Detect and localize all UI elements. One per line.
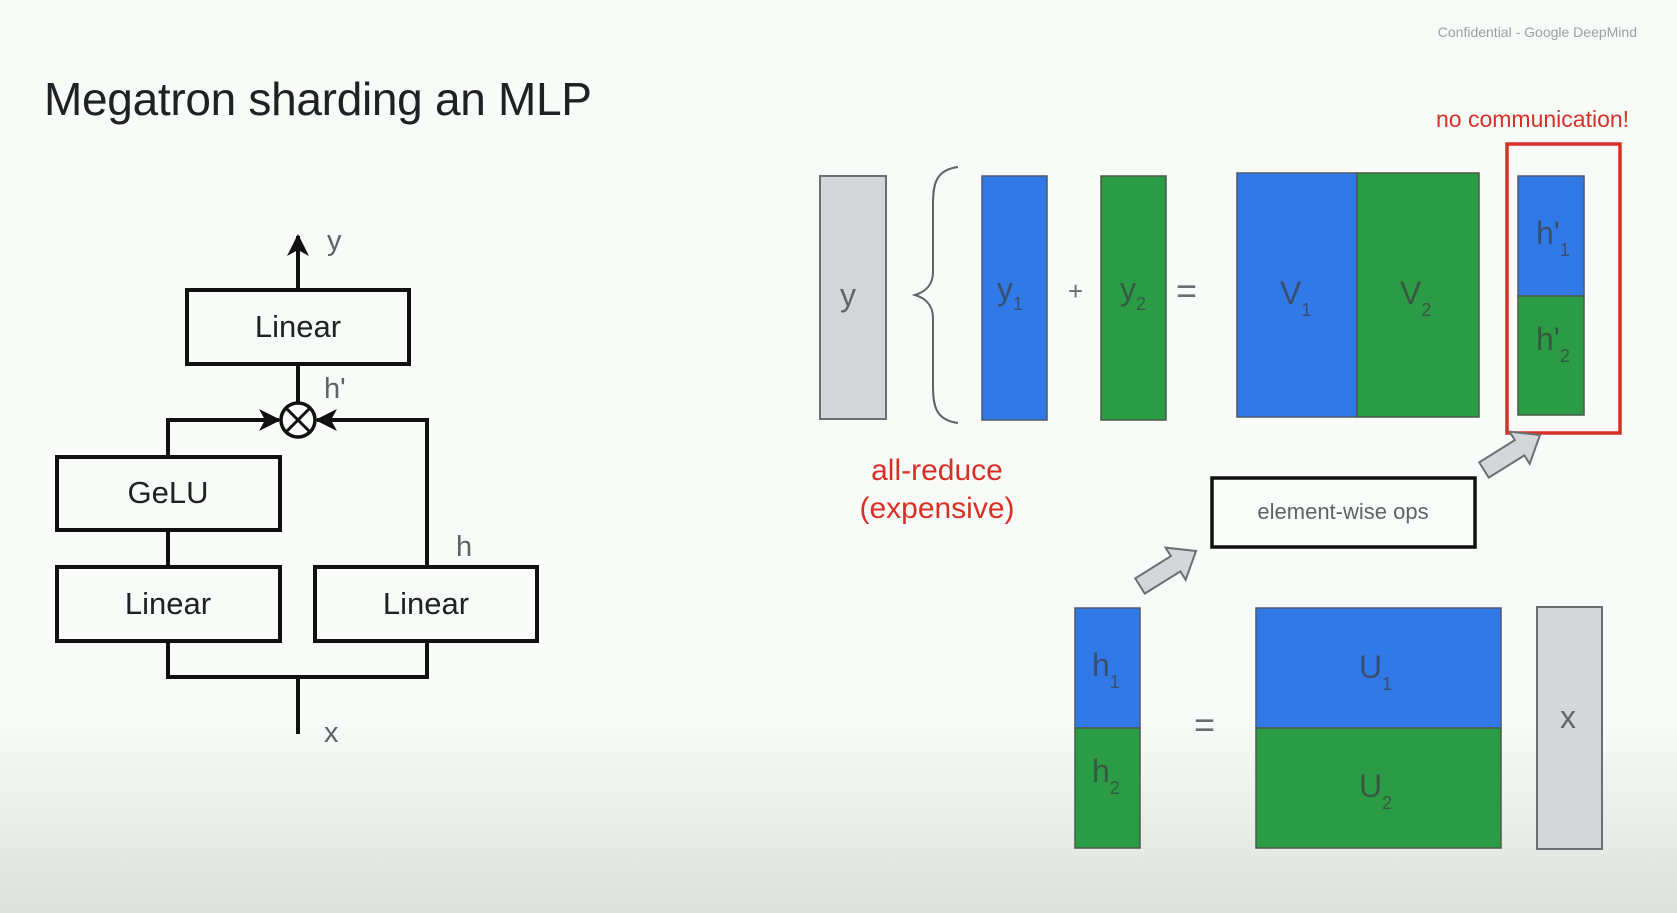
hidden-label: h [456,531,472,563]
output-label: y [327,225,342,257]
hp2-block [1517,295,1585,416]
y-full-block [819,175,887,420]
v2-label: V2 [1400,275,1431,320]
elementwise-ops-label: element-wise ops [1257,499,1428,524]
u1-label: U1 [1359,649,1392,694]
right-linear-label: Linear [383,586,469,621]
confidential-notice: Confidential - Google DeepMind [1437,24,1637,40]
plus-sign: + [1068,276,1083,306]
gelu-label: GeLU [128,475,209,510]
v1-label: V1 [1280,275,1311,320]
y1-block [981,175,1048,421]
no-communication-label: no communication! [1436,106,1629,132]
all-reduce-label: all-reduce [871,454,1003,487]
h1-block [1074,607,1141,729]
y1-label: y1 [997,271,1023,314]
product-label: h' [324,373,346,405]
input-label: x [324,717,339,749]
v1-block [1236,172,1358,418]
slide-title: Megatron sharding an MLP [44,73,592,125]
h2-label: h2 [1092,753,1120,798]
hp1-label: h'1 [1536,215,1570,260]
v2-block [1356,172,1480,418]
y2-label: y2 [1120,271,1146,314]
bottom-equals-sign: = [1194,704,1215,745]
hp2-label: h'2 [1536,321,1570,366]
u2-block [1255,727,1502,849]
u1-block [1255,607,1502,729]
no-communication-highlight [1505,142,1622,435]
hp1-block [1517,175,1585,297]
all-reduce-cost-label: (expensive) [859,492,1014,525]
h2-block [1074,727,1141,849]
y-full-label: y [840,277,856,313]
brace-icon [911,166,959,424]
top-linear-label: Linear [255,309,341,344]
u2-label: U2 [1359,768,1392,813]
left-linear-label: Linear [125,586,211,621]
elementwise-ops-box [1210,476,1477,549]
hidden-to-multiply-arrow [315,409,429,567]
h1-label: h1 [1092,647,1120,692]
y2-block [1100,175,1167,421]
arrow-to-elementwise-icon [1133,546,1198,596]
x-full-label: x [1560,699,1576,735]
x-full-block [1536,606,1603,850]
arrow-to-hprime-icon [1477,430,1542,480]
equals-sign: = [1176,270,1197,311]
gelu-to-multiply-arrow [166,409,281,457]
